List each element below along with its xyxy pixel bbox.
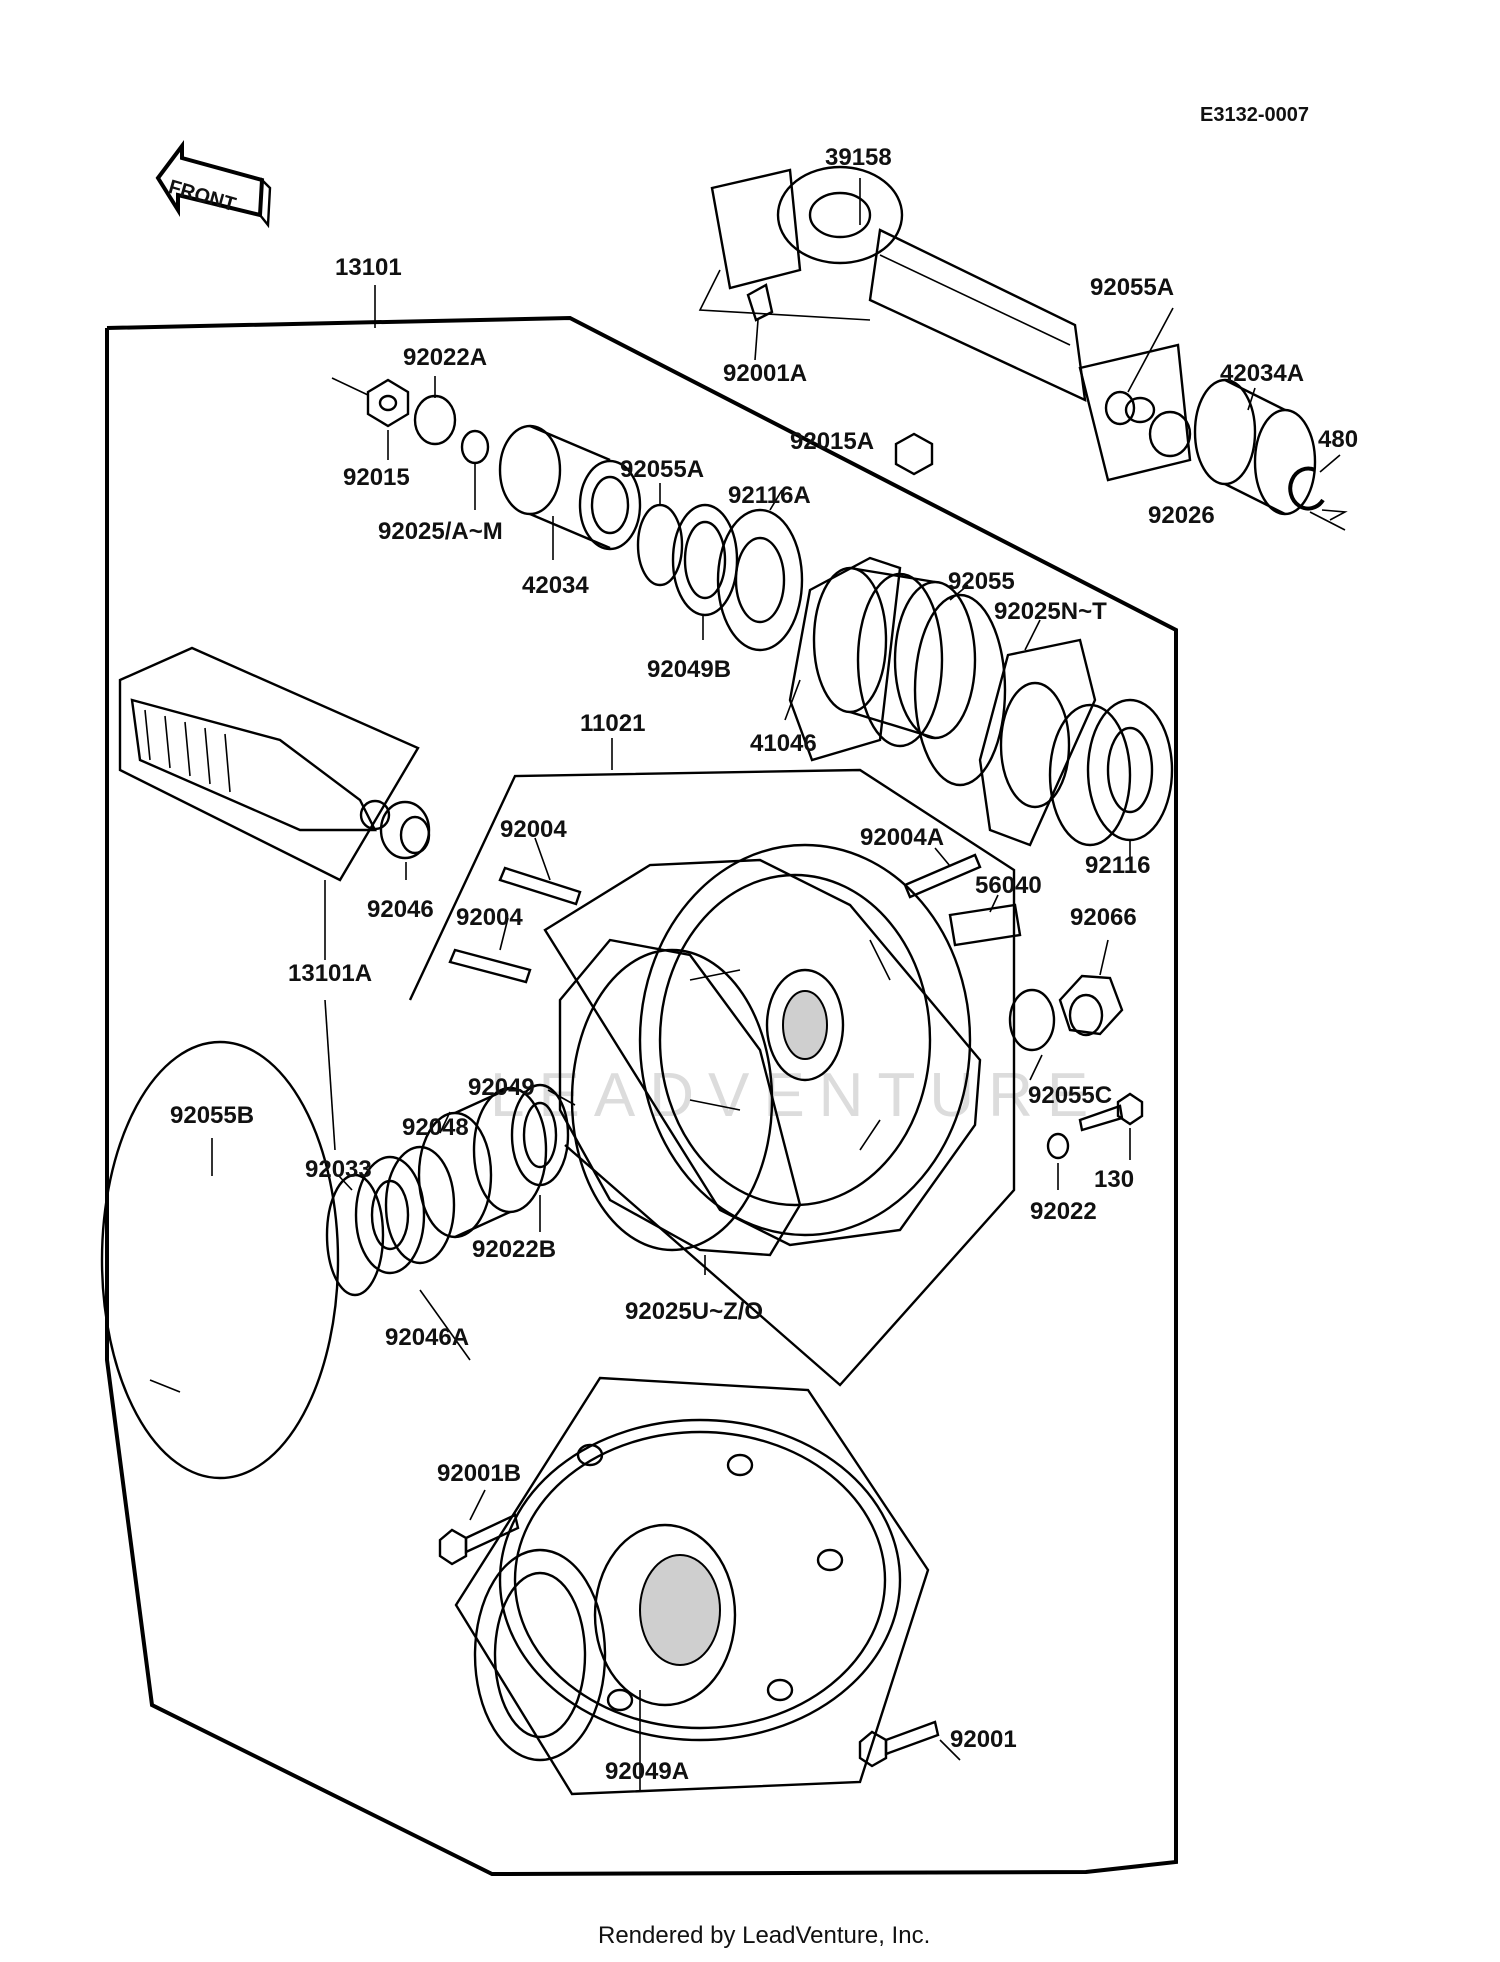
part-label-130: 130 [1094,1166,1135,1193]
part-label-13101: 13101 [335,254,402,281]
part-label-92015A: 92015A [790,428,875,455]
part-label-92055C: 92055C [1028,1082,1113,1109]
part-label-92049B: 92049B [647,656,732,683]
pinion-shaft [130,698,391,832]
bearing-92046A [354,1145,456,1275]
part-label-92033: 92033 [305,1156,372,1183]
drive-shaft-39158 [698,165,1192,482]
ring-gear-assembly [498,1418,902,1742]
bolt-130 [1078,1092,1144,1132]
washer-92022 [1046,1132,1070,1160]
part-label-92004-mid: 92004 [456,904,523,931]
part-label-92001A: 92001A [723,360,808,387]
plug-92066 [1058,974,1124,1037]
gasket-92049 [558,938,802,1257]
o-ring-92055C [1008,988,1056,1052]
leader-lines [149,178,1346,1790]
circlip-480 [1288,466,1325,511]
part-label-41046: 41046 [750,730,817,757]
needle-bearing-92046 [379,800,431,860]
gear-case-11021 [543,843,982,1247]
part-label-92116A: 92116A [728,482,811,509]
washer-92022A [413,394,457,446]
part-label-92055B: 92055B [170,1102,255,1129]
stud-92004-top [498,866,582,906]
sleeve-92048 [417,1086,548,1239]
boundary-13101 [105,315,1178,1877]
part-label-92046A: 92046A [385,1324,470,1351]
part-label-11021: 11021 [580,710,646,737]
bolt-92001B [438,1513,520,1566]
o-ring-92055 [913,593,1007,787]
nut-92015A [894,432,934,476]
part-label-92022B: 92022B [472,1236,557,1263]
part-label-92001B: 92001B [437,1460,522,1487]
boundary-13101A [118,646,420,882]
part-label-92048: 92048 [402,1114,469,1141]
part-label-42034A: 42034A [1220,360,1305,387]
seal-92049A [473,1548,607,1762]
part-label-42034: 42034 [522,572,589,599]
part-label-92004-top: 92004 [500,816,567,843]
o-ring-92055A-mid [636,503,684,587]
part-label-56040: 56040 [975,872,1042,899]
seal-92022B [510,1083,570,1187]
part-label-92055A-mid: 92055A [620,456,705,483]
bearing-92116 [1048,698,1174,847]
front-arrow-icon [155,140,272,229]
shim-92025 [460,429,490,465]
part-label-92026: 92026 [1148,502,1215,529]
bolt-92001 [858,1720,940,1768]
gear-42034 [498,424,642,551]
stud-92004-mid [448,948,532,984]
watermark: LEADVENTURE [490,1061,1103,1130]
part-label-480: 480 [1318,426,1359,453]
nut-92015 [366,378,410,428]
stud-92004A [903,853,982,899]
sleeve-42034A [1193,378,1317,516]
part-label-92015: 92015 [343,464,410,491]
part-label-92066: 92066 [1070,904,1137,931]
part-label-92116: 92116 [1085,852,1151,879]
shim-92033 [325,1173,385,1297]
part-label-92025A-M: 92025/A~M [378,518,503,545]
part-label-92004A: 92004A [860,824,945,851]
part-label-92055: 92055 [948,568,1015,595]
ring-92026 [1148,410,1192,458]
part-label-92022: 92022 [1030,1198,1097,1225]
shim-92025N-T [978,638,1097,847]
o-ring-92055B [100,1040,340,1480]
bearing-92116A [716,508,804,652]
part-label-39158: 39158 [825,144,892,171]
part-label-92022A: 92022A [403,344,488,371]
part-label-92049: 92049 [468,1074,535,1101]
footer-credit: Rendered by LeadVenture, Inc. [598,1922,931,1949]
boundary-ring-gear [454,1376,930,1796]
part-label-92025U-Z-O: 92025U~Z/O [625,1298,764,1325]
part-label-92049A: 92049A [605,1758,690,1785]
label-plate-56040 [948,903,1022,947]
part-label-13101A: 13101A [288,960,373,987]
part-label-92046: 92046 [367,896,434,923]
seal-92049B [671,503,739,617]
part-label-92025N-T: 92025N~T [994,598,1107,625]
part-label-92001: 92001 [950,1726,1017,1753]
diagram-code: E3132-0007 [1200,104,1309,126]
boundary-11021 [408,768,1016,1387]
o-ring-92055A-top [1104,390,1136,426]
part-label-92055A-top: 92055A [1090,274,1175,301]
